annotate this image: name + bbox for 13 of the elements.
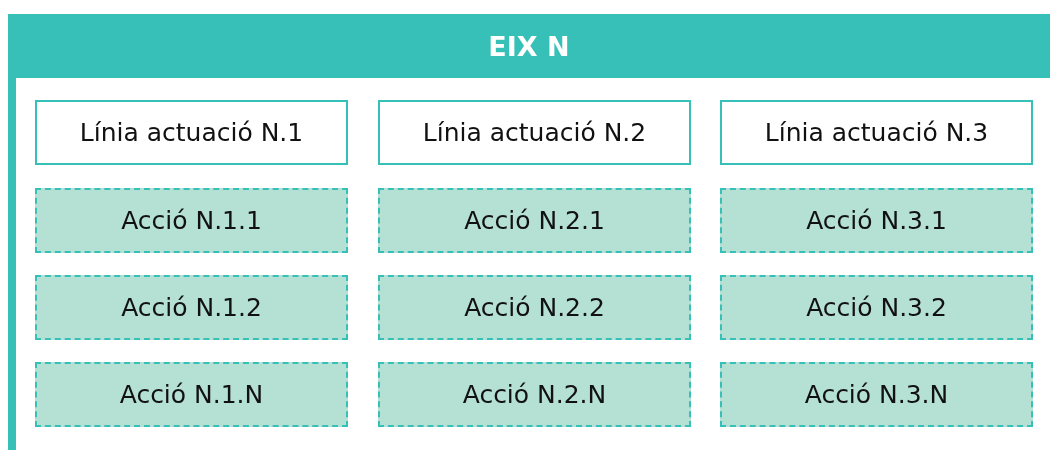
- action-card: Acció N.3.N: [720, 362, 1033, 427]
- action-card: Acció N.1.1: [35, 188, 348, 253]
- section-panel: [8, 14, 1050, 450]
- action-card: Acció N.1.N: [35, 362, 348, 427]
- action-card: Acció N.1.2: [35, 275, 348, 340]
- line-heading-card: Línia actuació N.1: [35, 100, 348, 165]
- action-card: Acció N.2.N: [378, 362, 691, 427]
- line-heading-card: Línia actuació N.2: [378, 100, 691, 165]
- action-card: Acció N.3.1: [720, 188, 1033, 253]
- action-card: Acció N.2.1: [378, 188, 691, 253]
- action-card: Acció N.2.2: [378, 275, 691, 340]
- action-card: Acció N.3.2: [720, 275, 1033, 340]
- line-heading-card: Línia actuació N.3: [720, 100, 1033, 165]
